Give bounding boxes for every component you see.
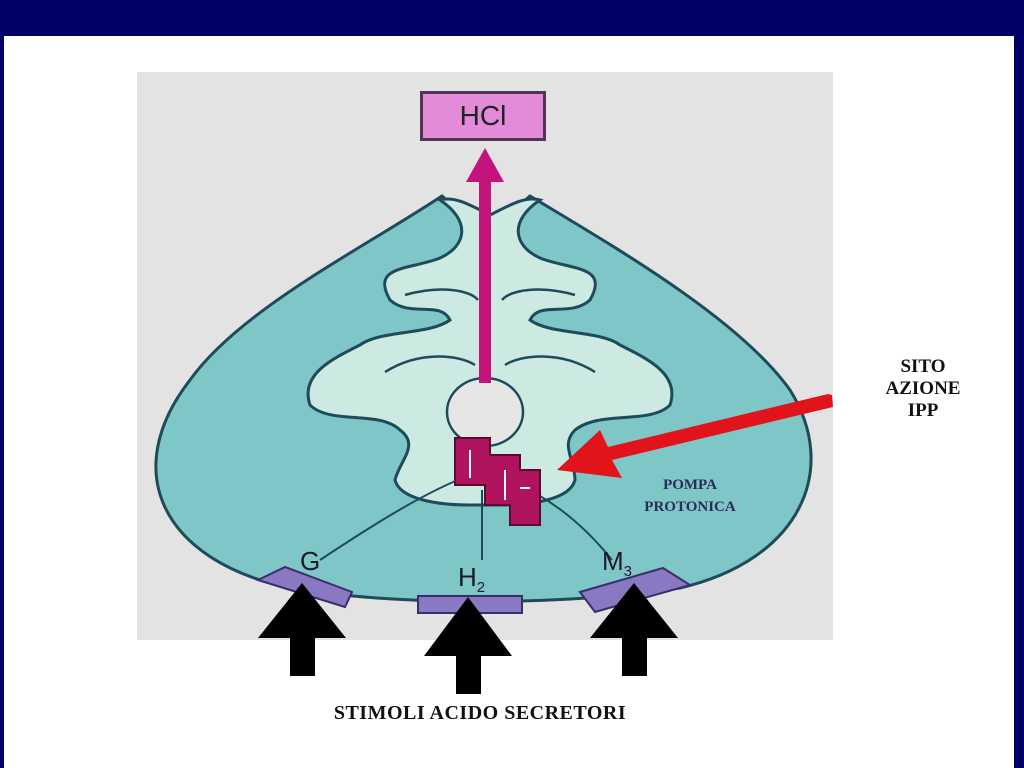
- site-label-line: IPP: [907, 400, 939, 421]
- hcl-label: HCl: [459, 100, 507, 131]
- hcl-secretion-arrow: [466, 148, 504, 383]
- up-arrow-icon: [258, 583, 346, 676]
- pump-label-line: PROTONICA: [644, 499, 736, 515]
- receptor-label-g: G: [300, 546, 321, 576]
- proton-pump-icon: [454, 437, 541, 526]
- caption-acid-stimuli: STIMOLI ACIDO SECRETORI: [333, 702, 627, 724]
- pump-label-line: POMPA: [663, 477, 717, 493]
- up-arrow-icon: [590, 583, 678, 676]
- receptor-label-h2: H2: [458, 562, 486, 597]
- site-label-line: AZIONE: [885, 378, 961, 399]
- site-label-line: SITO: [900, 356, 946, 377]
- canaliculus-lumen: [445, 376, 525, 448]
- hcl-product-box: HCl: [420, 91, 546, 141]
- receptor-label-m3: M3: [602, 546, 633, 581]
- up-arrow-icon: [424, 597, 512, 694]
- red-arrow-icon: [557, 394, 833, 478]
- proton-pump-label: POMPA PROTONICA: [590, 474, 790, 518]
- site-of-action-label: SITO AZIONE IPP: [848, 356, 998, 422]
